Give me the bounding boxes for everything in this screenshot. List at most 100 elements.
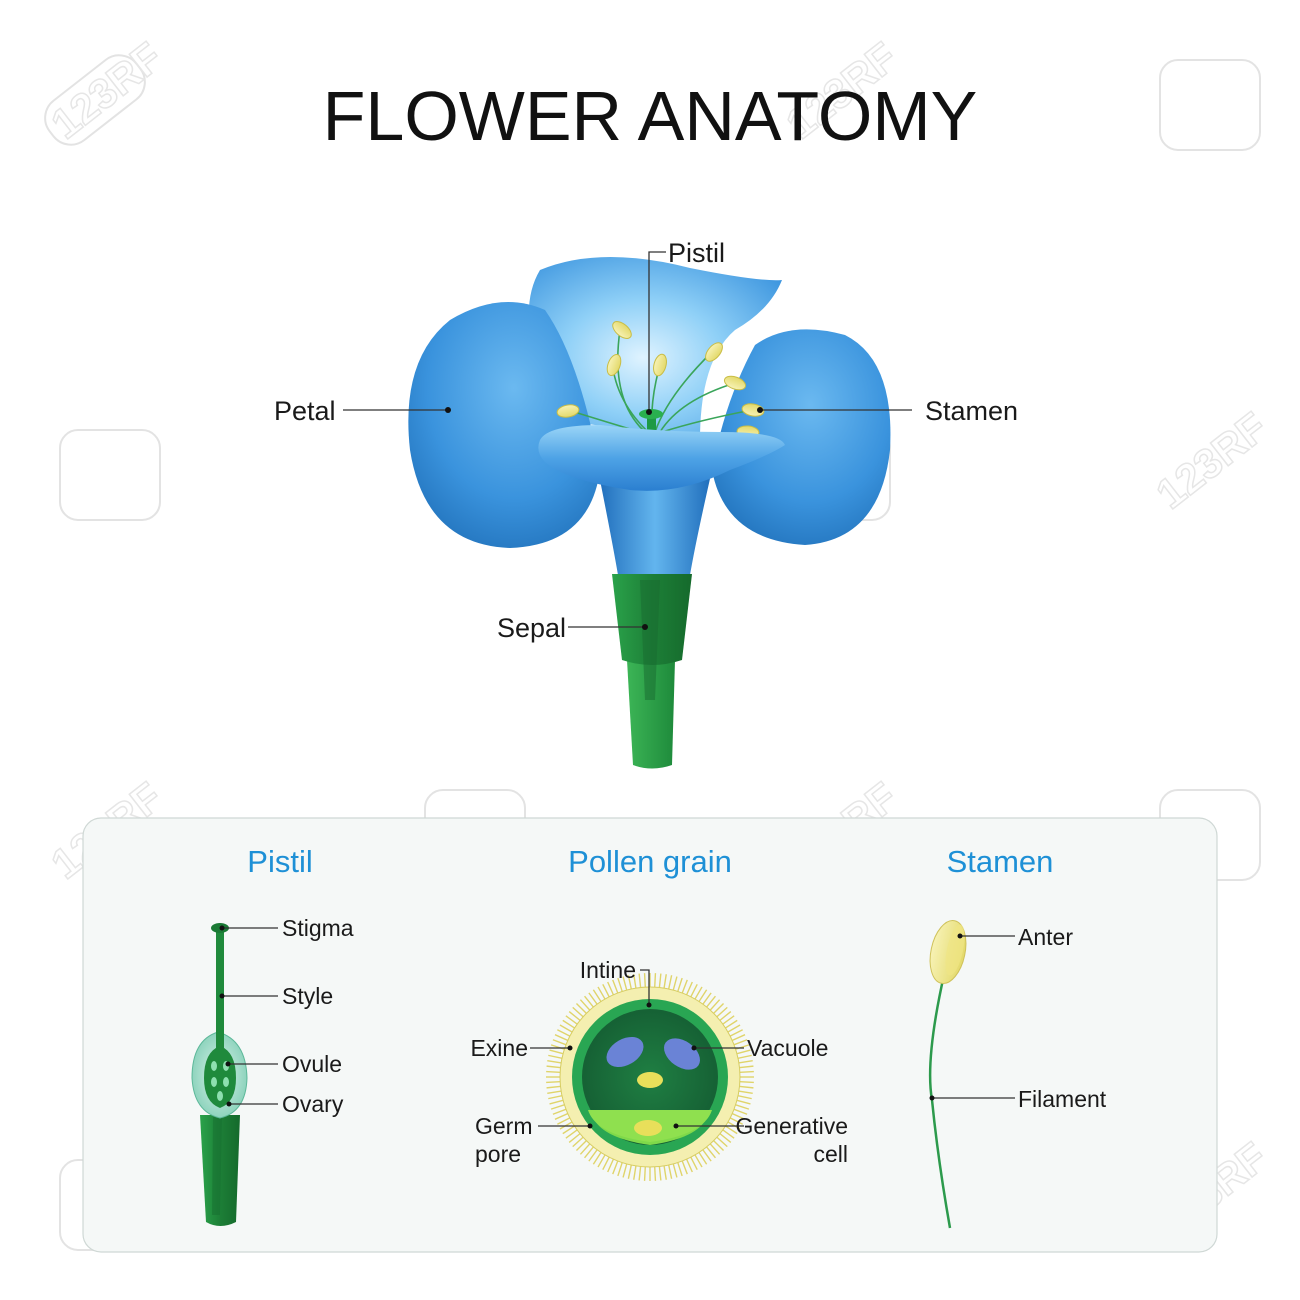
label-germ-pore-line1: Germ [475,1113,533,1139]
pollen-spike [701,1147,712,1162]
label-sepal: Sepal [497,613,566,643]
pollen-spike [693,1152,703,1168]
pollen-spike [546,1065,563,1069]
pollen-spike [672,976,678,993]
panel-title-pistil: Pistil [247,844,312,879]
pollen-spike [607,981,615,997]
pollen-spike [549,1099,566,1105]
pollen-spike [565,1015,580,1026]
pollen-spike [633,974,637,991]
pollen-spike [736,1090,753,1094]
pollen-spike [547,1060,564,1064]
pollen-spike [728,1116,743,1125]
stamen-detail: Anter Filament [928,920,1107,1229]
pollen-spike [667,975,673,992]
label-anter: Anter [1018,924,1073,950]
pollen-spike [575,1002,589,1016]
pollen-spike [572,1006,586,1019]
pollen-spike [730,1034,746,1042]
pollen-spike [592,989,603,1004]
pollen-spike [579,999,592,1013]
pollen-spike [720,1128,735,1139]
pollen-spike [588,1147,599,1162]
pollen-spike [548,1054,565,1060]
label-exine: Exine [470,1035,528,1061]
label-generative-cell-line2: cell [813,1141,848,1167]
pollen-spike [549,1049,566,1055]
pollen-spike [562,1019,577,1030]
pollen-detail: Intine Exine Vacuole Germ pore Generativ… [470,957,848,1181]
pollen-spike [737,1080,754,1084]
pollen-spike [730,1112,746,1120]
pollen-spike [733,1103,750,1110]
pollen-spike [680,1158,688,1175]
pollen-spike [602,984,611,999]
label-intine: Intine [580,957,636,983]
pollen-spike [548,1094,565,1100]
pollen-spike [554,1112,570,1120]
pollen-spike [547,1090,564,1094]
label-stamen: Stamen [925,396,1018,426]
petal-left [408,302,600,548]
pollen-spike [725,1120,741,1130]
label-ovary: Ovary [282,1091,344,1117]
pollen-spike [565,1128,580,1139]
pollen-spike [557,1029,572,1038]
pollen-spike [714,1006,728,1019]
pollen-spike [588,992,599,1007]
pollen-spike [704,1144,716,1159]
pollen-spike [737,1085,754,1089]
pollen-spike [735,1094,752,1100]
pollen-spike [658,973,662,990]
pollen-spike [557,1116,572,1125]
pollen-spike [720,1015,735,1026]
pollen-spike [685,981,693,997]
pollen-spike [575,1138,589,1152]
petal-right [712,329,891,545]
pollen-spike [672,1161,678,1178]
pollen-spike [711,1002,725,1016]
pollen-spike [627,1162,633,1179]
pistil-detail: Stigma Style Ovule Ovary [191,915,354,1226]
pollen-spike [663,974,667,991]
pollen-spike [680,979,688,996]
pollen-spike [736,1060,753,1064]
pollen-spike [676,1160,683,1177]
pollen-spike [559,1120,575,1130]
panel-title-stamen: Stamen [947,844,1054,879]
pollen-spike [550,1044,567,1051]
watermark-text: 123RF [1147,403,1275,518]
pollen-spike [552,1039,569,1047]
pollen-spike [658,1164,662,1181]
main-callouts: Pistil Petal Stamen Sepal [274,238,1018,643]
pollen-spike [546,1070,563,1074]
pollen-spike [559,1024,575,1034]
pollen-spike [663,1163,667,1180]
pollen-spike [734,1099,751,1105]
pollen-spike [638,973,642,990]
pollen-spike [731,1039,748,1047]
pollen-spike [685,1157,693,1173]
label-petal: Petal [274,396,336,426]
panel-title-pollen: Pollen grain [568,844,732,879]
pollen-spike [708,1141,721,1155]
pollen-spike [717,1011,732,1023]
pollen-spike [653,973,657,990]
pollen-spike [728,1029,743,1038]
pollen-spike [693,986,703,1002]
label-filament: Filament [1018,1086,1107,1112]
pollen-spike [622,976,628,993]
pollen-spike [633,1163,637,1180]
main-flower [408,256,891,769]
pollen-spike [568,1011,583,1023]
pollen-spike [592,1150,603,1165]
pollen-spike [612,1158,620,1175]
pollen-spike [737,1065,754,1069]
pollen-spike [733,1044,750,1051]
pollen-spike [643,1164,647,1181]
pollen-spike [568,1131,583,1143]
stamen-anthers [556,321,765,439]
label-generative-cell-line1: Generative [735,1113,848,1139]
pollen-spike [638,1164,642,1181]
pollen-spike [708,999,721,1013]
